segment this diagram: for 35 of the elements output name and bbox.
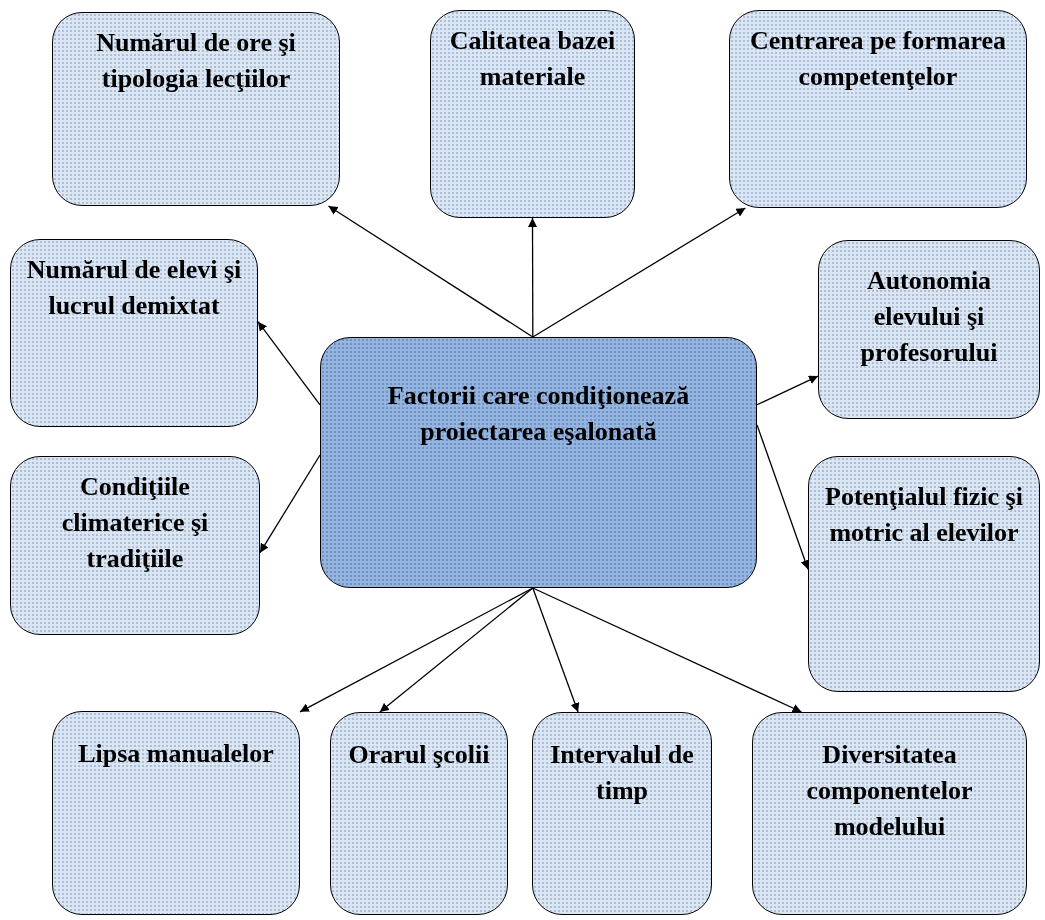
arrow: [756, 375, 819, 406]
factor-box: [818, 240, 1040, 419]
arrow: [379, 587, 534, 713]
factor-label: Diversitatea componentelor modelului: [805, 739, 974, 843]
factor-label: Condiţiile climaterice şi tradiţiile: [60, 471, 210, 575]
arrow: [532, 587, 803, 713]
central-box: [320, 337, 757, 588]
factor-box: [52, 12, 340, 206]
factor-box: [729, 10, 1027, 208]
factor-label: Autonomia elevului şi profesorului: [859, 265, 999, 369]
factor-box: [330, 712, 508, 915]
arrow: [259, 454, 321, 554]
factor-label: Numărul de elevi şi lucrul demixtat: [25, 254, 243, 322]
factor-label: Orarul şcolii: [347, 739, 491, 771]
factor-label: Calitatea bazei materiale: [448, 25, 617, 93]
factor-box: [752, 712, 1027, 915]
factor-box: [532, 712, 712, 915]
factor-label: Potenţialul fizic şi motric al elevilor: [824, 481, 1024, 549]
factor-label: Intervalul de timp: [549, 739, 695, 807]
arrow: [756, 424, 810, 570]
factor-label: Centrarea pe formarea competenţelor: [748, 25, 1008, 93]
factor-label: Numărul de ore şi tipologia lecţiilor: [95, 27, 297, 95]
arrow: [257, 321, 321, 406]
factor-box: [10, 456, 260, 635]
arrow: [528, 217, 537, 338]
factor-box: [10, 239, 258, 427]
factor-box: [52, 711, 300, 915]
factor-box: [430, 10, 635, 218]
arrow: [532, 207, 747, 338]
arrow: [532, 587, 580, 713]
factor-label: Lipsa manualelor: [77, 738, 275, 770]
central-title: Factorii care condiţionează proiectarea eşalonată: [386, 380, 691, 448]
arrow: [327, 205, 534, 338]
factor-box: [808, 456, 1040, 692]
arrow: [299, 587, 534, 713]
